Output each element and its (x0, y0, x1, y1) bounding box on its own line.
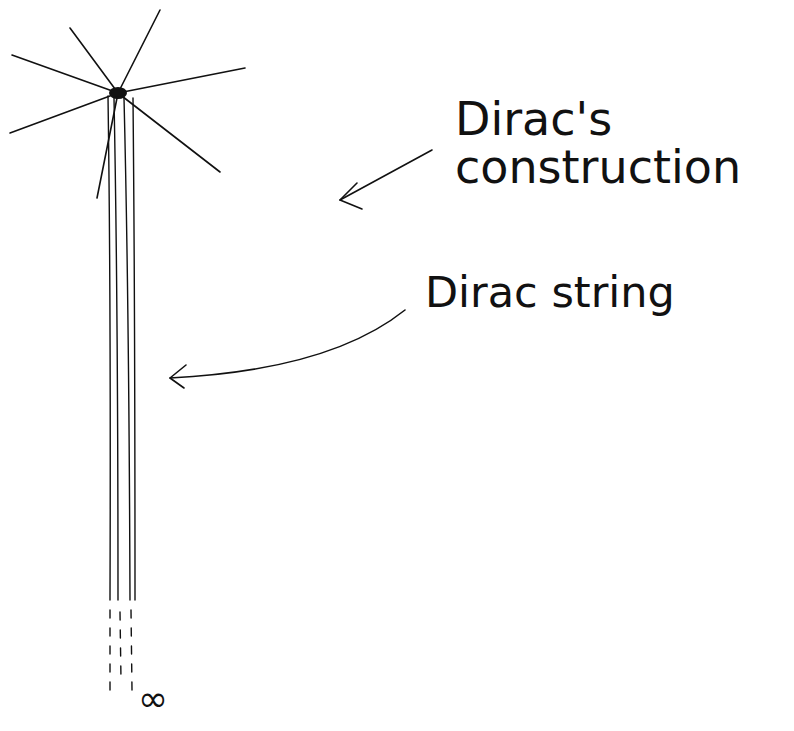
string-label-box: Dirac string (425, 270, 790, 315)
dirac-string (108, 96, 135, 690)
infinity-label: ∞ (138, 678, 168, 719)
construction-label-box: Dirac's construction (455, 95, 785, 192)
field-lines (10, 10, 245, 198)
infinity-label-box: ∞ (138, 680, 198, 718)
construction-label: Dirac's construction (455, 92, 741, 194)
string-label: Dirac string (425, 267, 675, 317)
leader-arrows (170, 150, 432, 388)
monopole-dot (110, 88, 126, 98)
